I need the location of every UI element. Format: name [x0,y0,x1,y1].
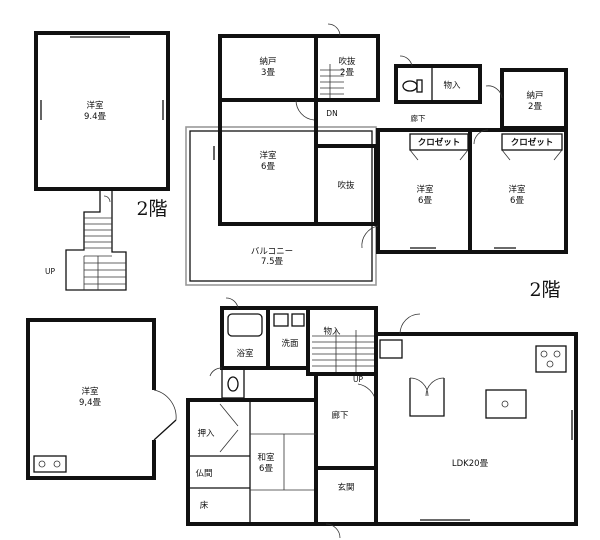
annex-stair-outline [65,189,127,291]
storage-closet-walls [394,64,482,104]
storage-1f-label: 物入 [323,326,341,337]
toilet-1f-icon [227,376,239,392]
annex-lower-room-size: 9,4畳 [79,398,102,408]
balcony-name: バルコニー [251,247,293,257]
ldk-walls [374,332,578,526]
room-west-name: 洋室 [259,150,277,161]
closet-2-box [501,133,563,151]
room-center-size: 6畳 [418,196,432,206]
void-2-label: 吹抜 [337,180,355,191]
annex-lower: 洋室 9,4畳 [26,318,177,480]
room-east-size: 6畳 [510,196,524,206]
washroom-label: 洗面 [281,338,299,349]
alcove-label: 床 [200,500,209,511]
entrance-door-swing [325,523,341,539]
kitchen-island [485,389,527,419]
closet-1f-doors [219,403,239,453]
void-door-swing [327,23,341,37]
room-west-door-swing [295,99,315,121]
storage-3jo-name: 納戸 [259,56,276,67]
toilet-1f-walls [221,367,245,399]
washer-icon [291,313,305,327]
void-2jo-size: 2畳 [340,68,354,78]
toilet-1f-door-swing [209,367,223,377]
burner-1-icon [540,350,548,358]
room-center-name: 洋室 [416,184,434,195]
entrance-walls [314,466,378,526]
void-2jo-name: 吹抜 [338,56,356,67]
room-center-door-swing [361,225,379,249]
toilet-door-swing [399,55,413,67]
annex-upper-room-size: 9.4畳 [84,112,107,122]
stair-1f-treads [312,330,376,372]
annex-sink-icon [33,455,67,473]
balcony-inner [189,130,373,282]
toilet-icon [402,80,418,92]
hallway-1f-label: 廊下 [331,410,349,421]
annex-sink-basin-2 [53,460,61,468]
washbasin-icon [273,313,289,327]
ldk-door-swing [399,313,421,335]
room-east-name: 洋室 [508,184,526,195]
altar-room-label: 仏間 [195,469,212,479]
burner-3-icon [546,360,554,368]
island-sink-icon [501,400,509,408]
storage-2jo-door-swing [485,85,503,99]
stair-1f-up-label: UP [353,375,363,384]
storage-closet-label: 物入 [443,80,461,91]
closet-2-label: クロゼット [511,137,554,148]
room-east-walls [468,128,568,254]
bathroom-walls [220,306,270,370]
annex-lower-door-swing [153,389,177,421]
ldk-double-door-swing [409,377,445,397]
annex-lower-room-name: 洋室 [81,386,99,397]
annex-upper-room-name: 洋室 [86,100,104,111]
storage-1f-walls [306,306,378,376]
japanese-room-name: 和室 [257,452,275,463]
entrance-label: 玄関 [337,482,354,493]
utility-box-icon [379,339,403,359]
corridor-door-swing [357,383,377,403]
japanese-block-walls [186,398,318,526]
corridor-walls [314,372,378,524]
storage-2jo-name: 納戸 [526,90,543,101]
room-west-size: 6畳 [261,162,275,172]
storage-2jo-size: 2畳 [528,102,542,112]
bathroom-window-mark [225,297,239,309]
storage-3jo-size: 3畳 [261,68,275,78]
annex-stair-treads [83,217,126,290]
stair-dn-label: DN [326,109,337,118]
annex-lower-walls [26,318,156,480]
burner-2-icon [553,350,561,358]
room-east-door-swing [473,129,489,145]
tatami-mats [250,433,316,491]
closet-1-label: クロゼット [418,137,461,148]
hallway-2f-label: 廊下 [411,113,426,123]
ldk-label: LDK20畳 [452,459,489,469]
closet-2-doors [501,149,563,161]
annex-stair-door-swing [103,195,111,203]
void-2jo-walls [314,34,380,102]
closet-1f-label: 押入 [197,428,215,439]
floor-label-upper-left: 2階 [136,198,167,220]
toilet-tank-icon [416,79,423,93]
bathtub-icon [227,313,263,337]
annex-lower-door-leaf [153,419,177,441]
balcony-size: 7.5畳 [261,257,284,267]
bathroom-label: 浴室 [236,348,254,359]
second-floor: バルコニー 7.5畳 納戸 3畳 吹抜 2畳 物入 廊下 DN 納戸 [185,23,568,286]
first-floor: 浴室 洗面 物入 UP 廊下 押入 [186,297,578,539]
closet-1-doors [409,149,469,161]
annex-upper: 洋室 9.4畳 UP [34,31,170,291]
ldk-double-door [409,378,445,417]
floor-label-upper-right: 2階 [529,279,560,301]
annex-stair-up-label: UP [45,267,55,276]
void-stair-treads [320,64,344,98]
annex-sink-basin-1 [38,460,46,468]
annex-upper-room-walls [34,31,170,191]
stove-icon [535,345,567,373]
japanese-room-size: 6畳 [259,464,273,474]
